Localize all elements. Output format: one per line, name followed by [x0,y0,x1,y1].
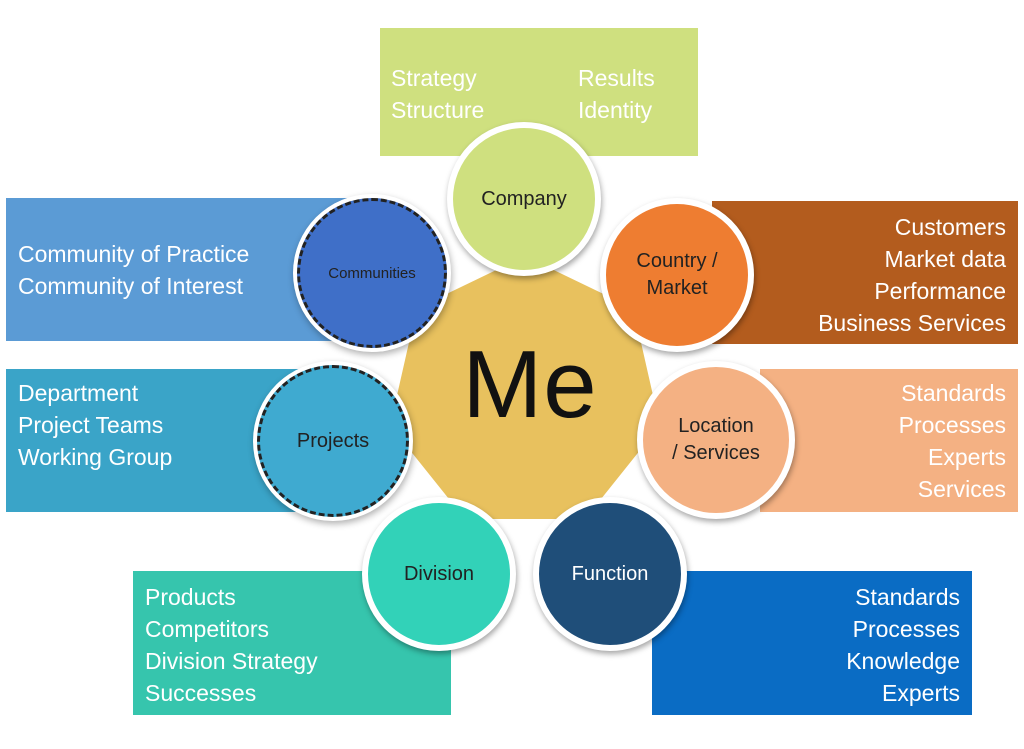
country-market-circle: Country / Market [600,198,754,352]
company-item-strategy: Strategy [391,65,477,91]
location-services-box: Standards Processes Experts Services [760,369,1018,512]
division-item-competitors: Competitors [145,616,269,642]
projects-item-project-teams: Project Teams [18,412,164,438]
division-label: Division [403,562,475,585]
company-box: Strategy Structure Results Identity [380,28,698,156]
division-circle: Division [362,497,516,651]
country-market-label: Country / Market [636,250,718,299]
center-label: Me [462,331,598,438]
function-label: Function [571,562,649,585]
function-item-knowledge: Knowledge [846,648,960,674]
function-circle: Function [533,497,687,651]
company-circle: Company [447,122,601,276]
country-item-customers: Customers [894,214,1006,240]
communities-item-practice: Community of Practice [18,241,250,267]
country-item-performance: Performance [874,278,1006,304]
projects-item-department: Department [18,380,139,406]
projects-circle: Projects [257,365,409,517]
communities-box: Community of Practice Community of Inter… [6,198,352,341]
country-item-market-data: Market data [884,246,1006,272]
location-services-circle: Location / Services [637,361,795,519]
communities-item-interest: Community of Interest [18,273,243,299]
function-item-processes: Processes [852,616,960,642]
country-item-business-services: Business Services [818,310,1006,336]
division-item-successes: Successes [145,680,257,706]
function-item-standards: Standards [855,584,960,610]
country-market-box: Customers Market data Performance Busine… [712,201,1018,344]
projects-label: Projects [296,429,370,452]
company-label: Company [481,187,567,210]
location-item-standards: Standards [901,380,1006,406]
location-item-experts: Experts [928,444,1006,470]
division-item-products: Products [145,584,236,610]
communities-circle: Communities [297,198,447,348]
communities-label: Communities [328,264,416,282]
company-item-identity: Identity [578,97,653,123]
function-item-experts: Experts [882,680,960,706]
location-item-processes: Processes [898,412,1006,438]
location-services-label: Location / Services [672,415,760,464]
projects-item-working-group: Working Group [18,444,173,470]
location-item-services: Services [917,476,1006,502]
division-item-division-strategy: Division Strategy [145,648,318,674]
function-box: Standards Processes Knowledge Experts [652,571,972,715]
company-item-results: Results [578,65,655,91]
company-item-structure: Structure [391,97,485,123]
